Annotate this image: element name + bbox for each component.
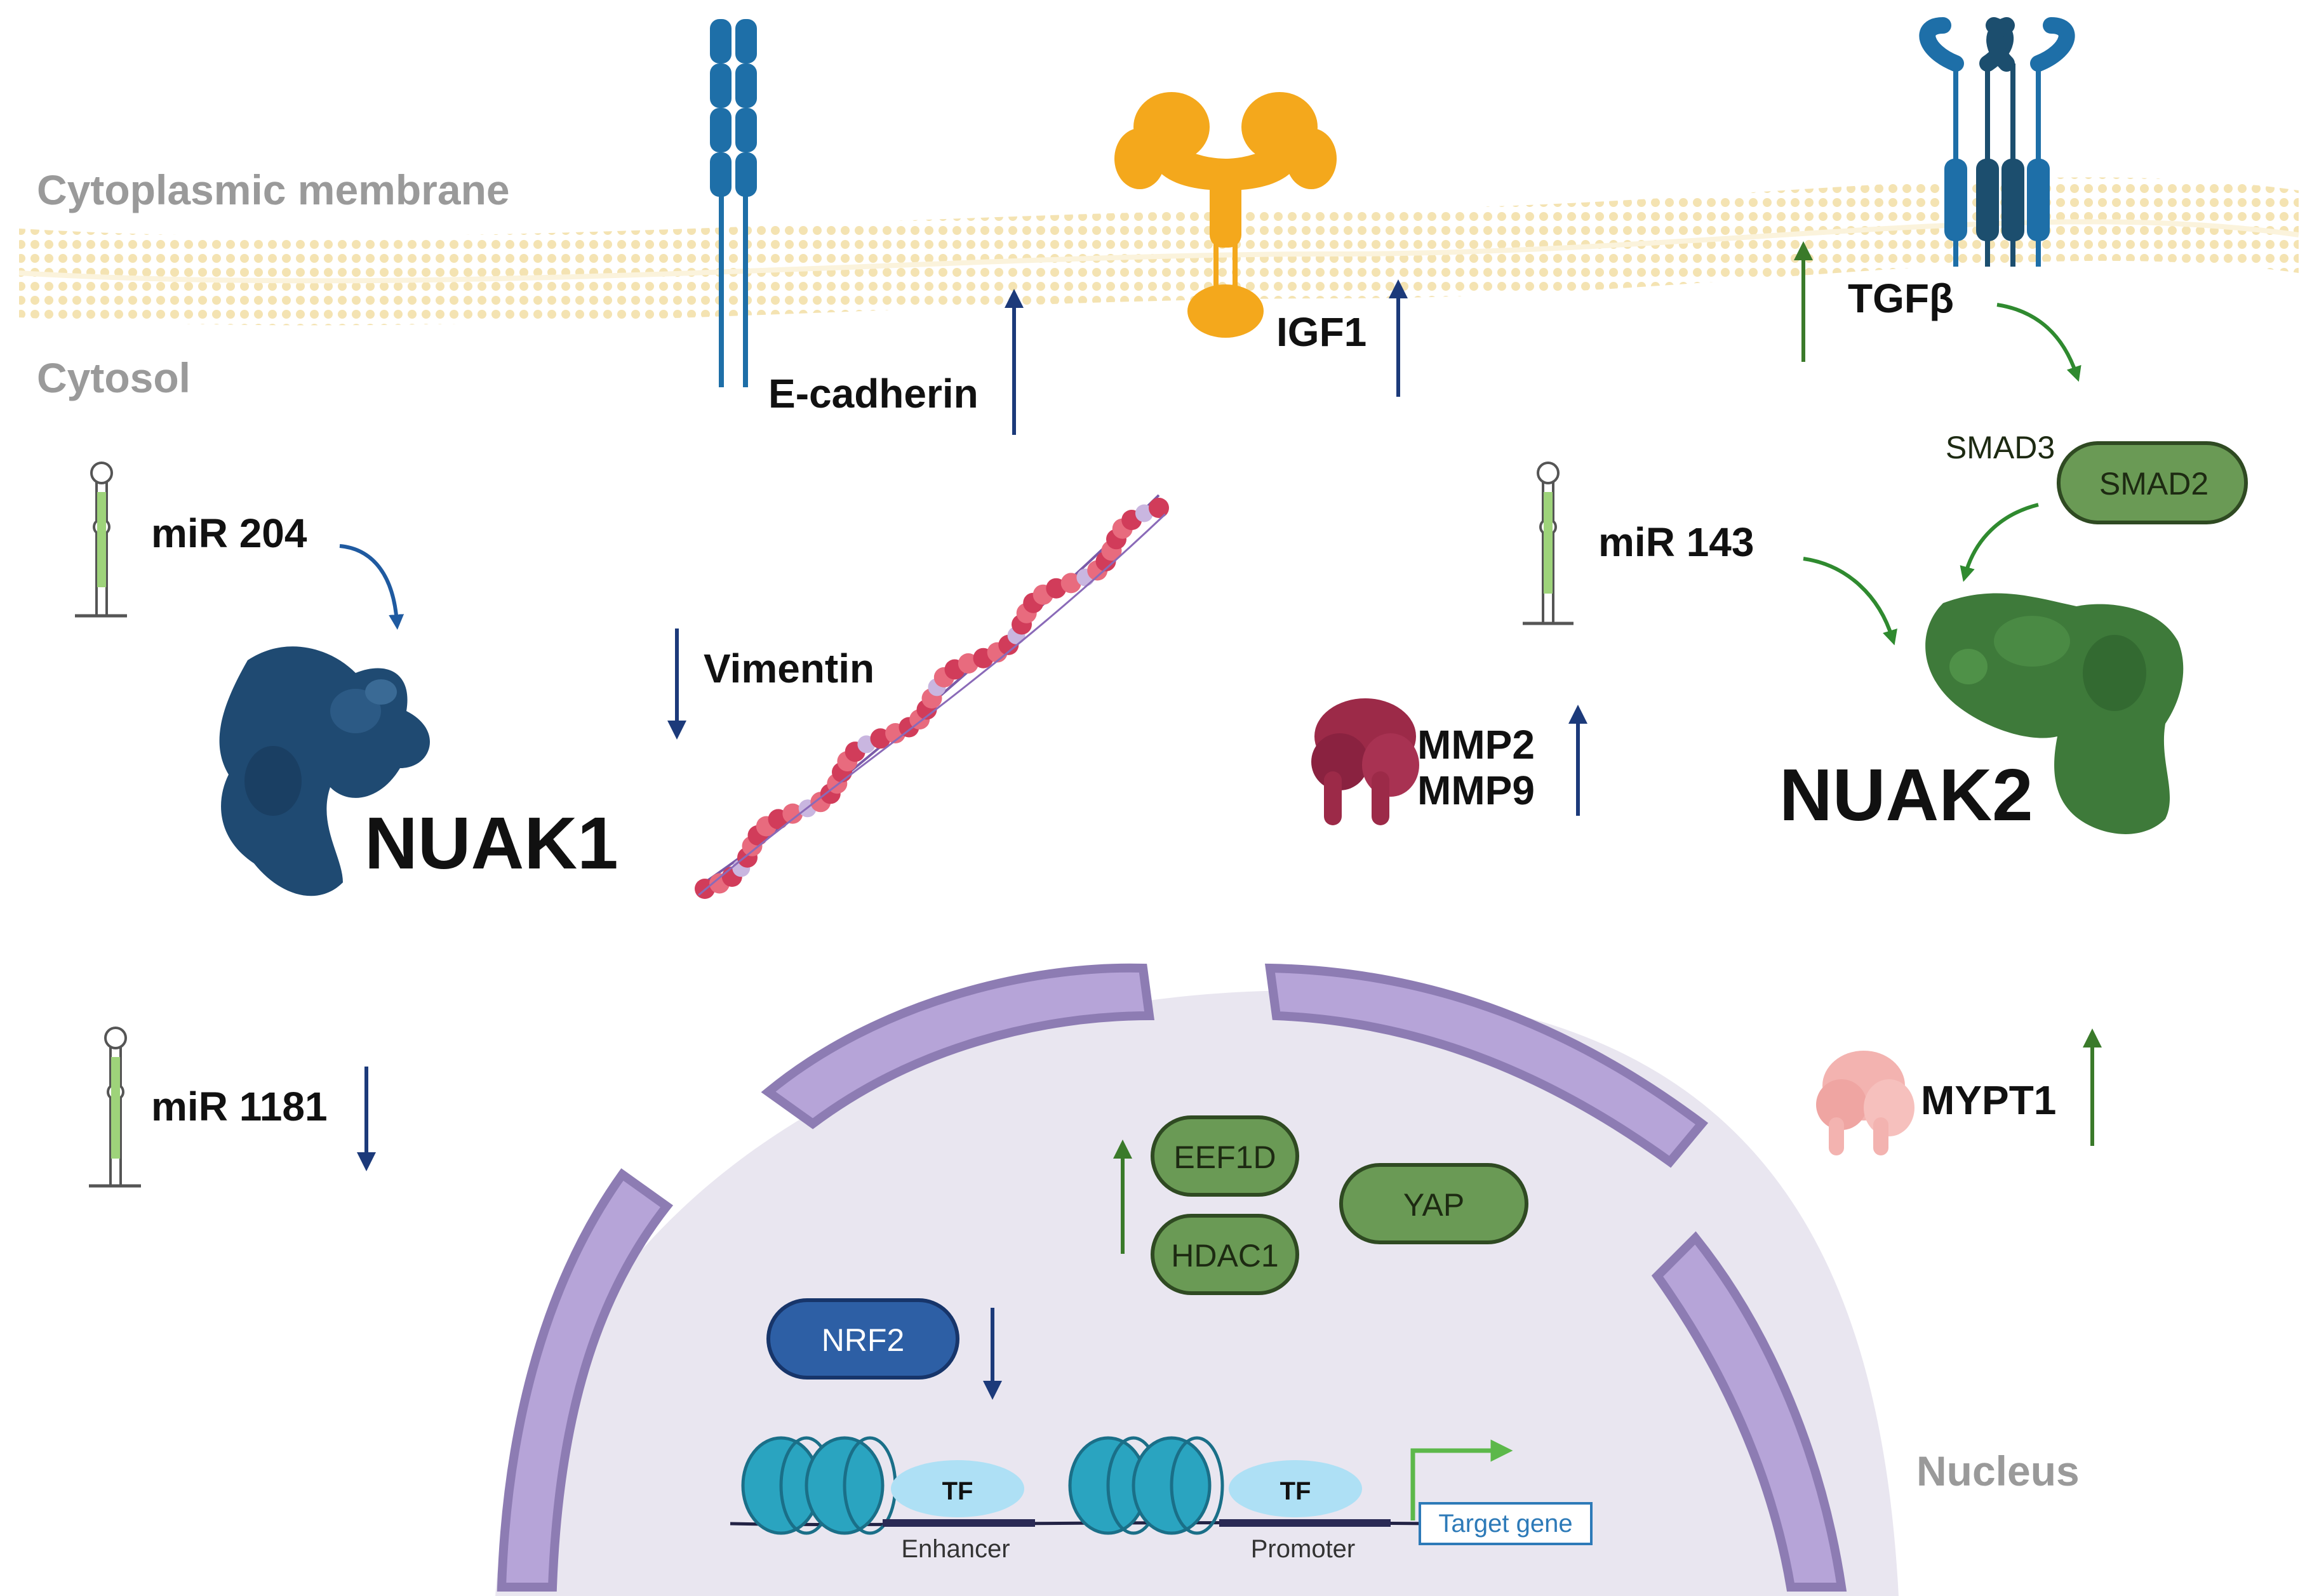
nrf2-complex: NRF2 [766,1298,959,1380]
mir143-to-nuak2-arrow [1803,557,1897,646]
mir1181-label: miR 1181 [151,1084,328,1129]
promoter-label: Promoter [1251,1535,1356,1563]
nuak1-label: NUAK1 [364,802,618,884]
mir204-label: miR 204 [151,510,307,556]
mmp-protein-icon [1311,698,1419,825]
mypt1-protein-icon [1816,1051,1914,1155]
hdac1-pill [1151,1214,1299,1295]
cytosol-label: Cytosol [37,354,190,401]
eef1d-hdac1-yap-complex: EEF1D HDAC1 YAP [1151,1115,1528,1295]
vimentin-bead [782,803,803,824]
e-cadherin-label: E-cadherin [768,371,979,416]
mir204-to-nuak1-arrow [339,544,404,630]
mir143-label: miR 143 [1598,519,1754,565]
dna-strand: TF TF Enhancer Promoter Target gene [730,1436,1593,1563]
vimentin-filament-icon [695,494,1169,899]
enhancer-label: Enhancer [901,1535,1010,1563]
tgfb-label: TGFβ [1848,276,1954,321]
mir143-hairpin-icon [1523,462,1574,625]
mir204-hairpin-icon [75,462,127,618]
nrf2-label: NRF2 [822,1322,905,1358]
vimentin-label: Vimentin [704,646,874,691]
mir1181-hairpin-icon [89,1027,141,1188]
smad2-pill [2057,441,2248,524]
igf1-receptor-icon [1114,92,1337,338]
tf-label-promoter: TF [1280,1477,1311,1505]
vimentin-bead [1060,573,1081,594]
smad-to-nuak2-arrow [1960,503,2039,582]
nuak2-label: NUAK2 [1779,754,2033,836]
cytoplasmic-membrane [18,177,2299,326]
vimentin-bead [1149,498,1169,518]
mmp2-label: MMP2 [1417,722,1535,768]
tgfb-to-smad-arrow [1996,303,2081,382]
nuak1-protein-icon [219,646,431,896]
eef1d-pill [1151,1115,1299,1197]
smad3-label: SMAD3 [1946,430,2055,465]
nucleosome-right-icon [1068,1436,1224,1535]
tf-label-enhancer: TF [942,1477,973,1505]
hdac1-label: HDAC1 [1171,1238,1278,1273]
target-gene-label: Target gene [1438,1510,1572,1538]
tf-bubble-promoter [1229,1460,1362,1517]
membrane-label: Cytoplasmic membrane [37,166,510,213]
nuak2-protein-icon [1925,593,2184,834]
eef1d-label: EEF1D [1173,1140,1276,1175]
transcription-start-arrow [1410,1439,1513,1520]
nuclear-envelope [497,963,1847,1592]
yap-pill [1339,1163,1528,1244]
smad2-label: SMAD2 [2099,466,2208,502]
igf1-label: IGF1 [1276,309,1366,355]
e-cadherin-receptor-icon [710,19,757,387]
tf-bubble-enhancer [891,1460,1024,1517]
mypt1-label: MYPT1 [1921,1077,2056,1123]
yap-label: YAP [1403,1187,1464,1223]
smad-complex: SMAD3 SMAD2 [1946,430,2248,524]
nrf2-pill [766,1298,959,1380]
nucleosome-left-icon [741,1436,897,1535]
mmp9-label: MMP9 [1417,768,1535,813]
tgfb-receptor-icon [1919,17,2075,267]
target-gene-box [1419,1502,1593,1545]
vimentin-bead [1135,504,1153,522]
nucleus-label: Nucleus [1916,1447,2080,1494]
